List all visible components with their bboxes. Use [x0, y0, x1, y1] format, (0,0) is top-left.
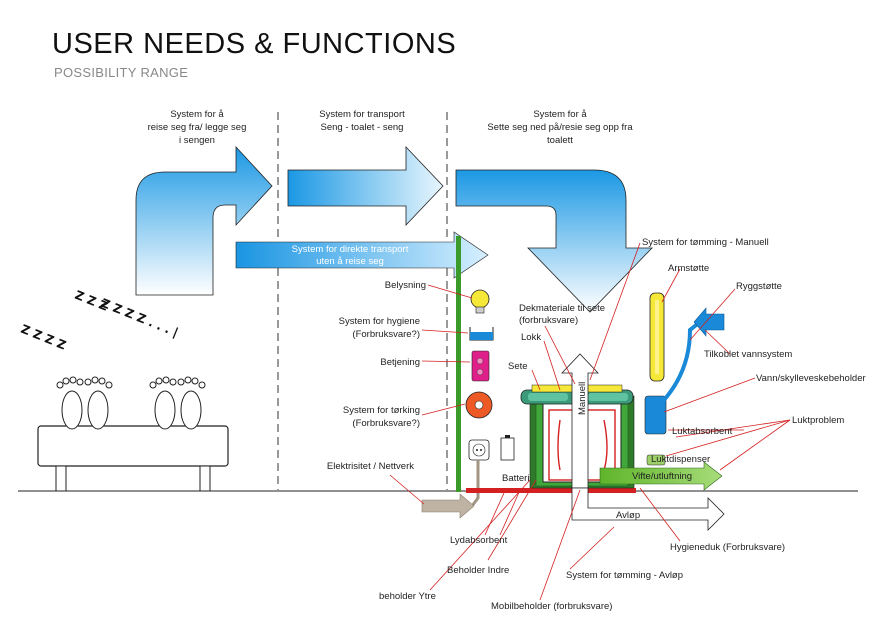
label-mobilbeholder: Mobilbeholder (forbruksvare): [491, 601, 612, 612]
water-tank: [644, 307, 725, 435]
feet-left: [56, 376, 113, 430]
svg-text:System for direkte transport: System for direkte transport: [292, 244, 409, 255]
electricity-arrow: [421, 493, 475, 519]
svg-text:Seng - toalet - seng: Seng - toalet - seng: [321, 122, 404, 133]
utility-pole: [456, 236, 461, 492]
label-tomming-manuell: System for tømming - Manuell: [642, 237, 769, 248]
ventilation-arrow: [599, 461, 723, 491]
label-torking-1: System for tørking: [343, 405, 420, 416]
svg-text:toalett: toalett: [547, 135, 573, 146]
label-belysning: Belysning: [385, 280, 426, 291]
label-dekmateriale-2: (forbruksvare): [519, 315, 578, 326]
bed: [37, 425, 229, 492]
label-lydabsorbent: Lydabsorbent: [450, 535, 508, 546]
sleep-z-1: Z Z Z Z: [19, 322, 68, 353]
label-torking-2: (Forbruksvare?): [352, 418, 420, 429]
light-bulb-icon: [470, 289, 490, 314]
power-outlet-icon: [468, 439, 490, 461]
label-lokk: Lokk: [521, 332, 541, 343]
label-sete: Sete: [508, 361, 528, 372]
svg-text:Sette seg ned på/resie seg opp: Sette seg ned på/resie seg opp fra: [487, 122, 633, 133]
label-betjening: Betjening: [380, 357, 420, 368]
label-vannsystem: Tilkoblet vannsystem: [704, 349, 792, 360]
flow-arrow-2: [287, 145, 444, 227]
paper-roll-icon: [465, 391, 493, 419]
battery-icon: [500, 435, 515, 461]
label-luktabsorbent: Luktabsorbent: [672, 426, 733, 437]
svg-text:reise seg fra/ legge seg: reise seg fra/ legge seg: [148, 122, 247, 133]
label-tomming-avlop: System for tømming - Avløp: [566, 570, 683, 581]
svg-text:System for å: System for å: [533, 109, 587, 120]
label-hygiene-2: (Forbruksvare?): [352, 329, 420, 340]
direct-transport-label: System for direkte transport uten å reis…: [292, 244, 409, 267]
svg-text:System for å: System for å: [170, 109, 224, 120]
leader-lines: [389, 242, 791, 601]
label-armstotte: Armstøtte: [668, 263, 709, 274]
label-hygieneduk: Hygieneduk (Forbruksvare): [670, 542, 785, 553]
armrest: [649, 292, 665, 382]
column-header-1: System for å reise seg fra/ legge seg i …: [148, 109, 247, 146]
label-beholder-ytre: beholder Ytre: [379, 591, 436, 602]
page-title: USER NEEDS & FUNCTIONS: [52, 28, 457, 60]
control-panel-icon: [471, 350, 490, 382]
manuell-label: Manuell: [577, 382, 588, 415]
label-beholder-indre: Beholder Indre: [447, 565, 509, 576]
column-header-3: System for å Sette seg ned på/resie seg …: [487, 109, 633, 146]
hygiene-container-icon: [469, 327, 494, 341]
sleep-z-3: Z Z Z Z . . . |: [99, 296, 180, 340]
label-elektrisitet: Elektrisitet / Nettverk: [327, 461, 414, 472]
vifte-label: Vifte/utluftning: [632, 471, 692, 482]
label-luktproblem: Luktproblem: [792, 415, 844, 426]
power-cable: [470, 460, 480, 507]
label-luktdispenser: Luktdispenser: [651, 454, 710, 465]
label-dekmateriale-1: Dekmateriale til sete: [519, 303, 605, 314]
flow-arrow-3: [455, 169, 653, 313]
svg-text:i sengen: i sengen: [179, 135, 215, 146]
svg-text:uten å reise seg: uten å reise seg: [316, 256, 384, 267]
drain-arrow: [571, 487, 725, 531]
label-hygiene-1: System for hygiene: [339, 316, 420, 327]
direct-transport-arrow: [235, 231, 489, 279]
svg-text:System for transport: System for transport: [319, 109, 405, 120]
label-vannbeholder: Vann/skylleveskebeholder: [756, 373, 866, 384]
label-batteri: Batteri: [502, 473, 529, 484]
avlop-label: Avløp: [616, 510, 640, 521]
feet-right: [149, 376, 206, 430]
manual-emptying-arrow: [561, 353, 599, 489]
odor-dispenser: [646, 454, 666, 466]
flow-arrow-1: [135, 145, 273, 296]
label-ryggstotte: Ryggstøtte: [736, 281, 782, 292]
page-subtitle: POSSIBILITY RANGE: [54, 65, 189, 80]
column-header-2: System for transport Seng - toalet - sen…: [319, 109, 405, 133]
